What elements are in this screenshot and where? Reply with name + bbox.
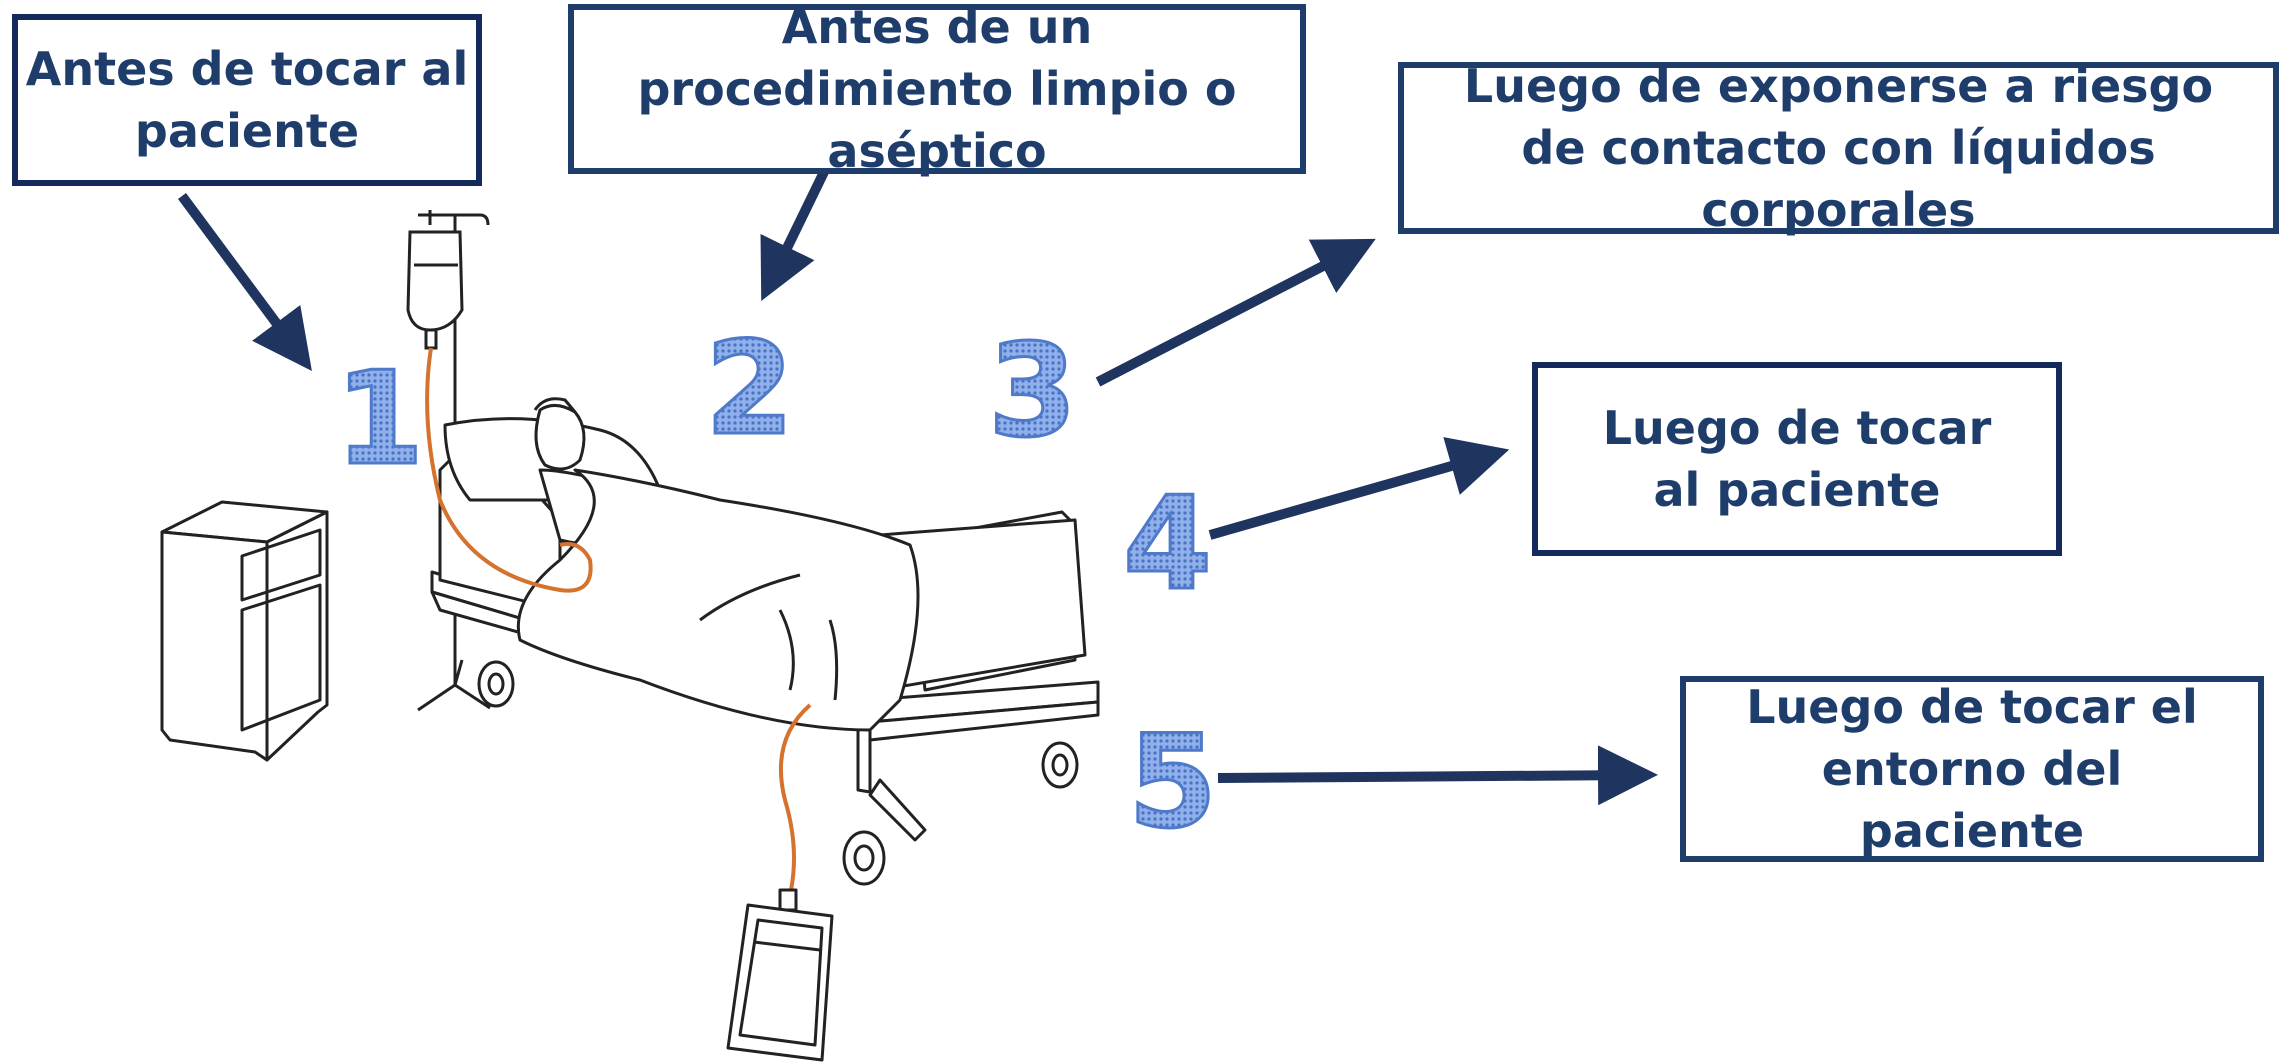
label-text-3: Luego de exponerse a riesgo de contacto … (1463, 58, 2214, 238)
label-box-5: Luego de tocar el entorno del paciente (1680, 676, 2264, 862)
label-box-4: Luego de tocar al paciente (1532, 362, 2062, 556)
label-text-4: Luego de tocar al paciente (1602, 400, 1992, 517)
label-box-3: Luego de exponerse a riesgo de contacto … (1398, 59, 2279, 237)
label-text-5: Luego de tocar el entorno del paciente (1746, 679, 2198, 859)
label-box-2: Antes de un procedimiento limpio o asépt… (568, 0, 1306, 178)
bedside-cabinet-icon (160, 500, 329, 762)
arrows (177, 169, 1658, 806)
moment-number-5: 5 (1128, 708, 1217, 857)
patient-icon (443, 397, 920, 732)
arrow-2 (760, 169, 829, 301)
moment-number-3: 3 (988, 317, 1077, 466)
arrow-5 (1217, 745, 1658, 806)
moment-number-1: 1 (335, 345, 424, 494)
label-box-1: Antes de tocar al paciente (12, 14, 482, 186)
arrow-1 (177, 193, 312, 372)
moment-number-4: 4 (1123, 470, 1212, 619)
arrow-3 (1095, 238, 1376, 387)
label-text-2: Antes de un procedimiento limpio o asépt… (637, 0, 1237, 179)
tubing (425, 347, 812, 896)
arrow-4 (1208, 437, 1510, 540)
moment-number-2: 2 (705, 315, 794, 464)
drainage-bag-icon (726, 888, 834, 1062)
label-text-1: Antes de tocar al paciente (25, 41, 469, 158)
moment-numbers: 1 2 3 4 5 (334, 314, 1219, 859)
